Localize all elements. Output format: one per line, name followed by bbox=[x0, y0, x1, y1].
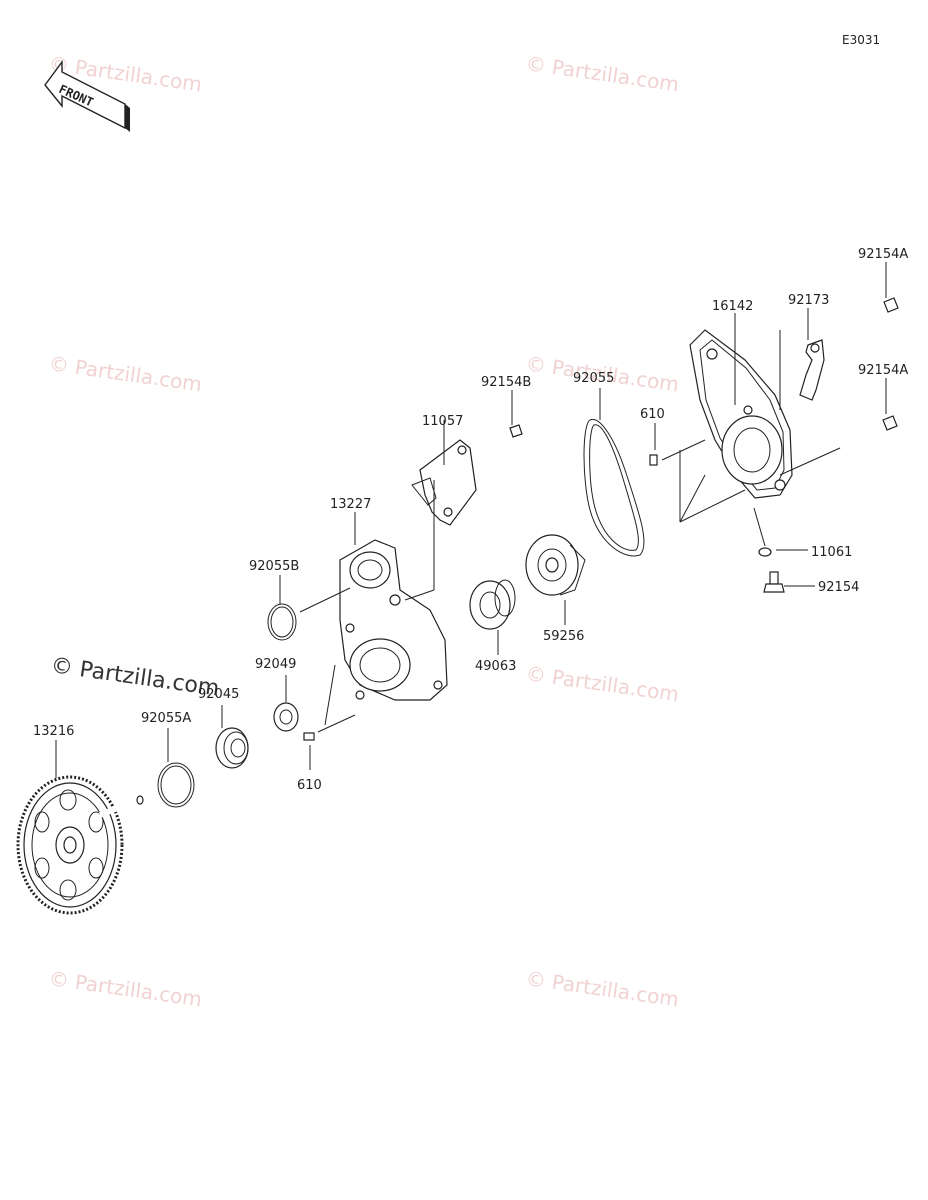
bolt-92154 bbox=[763, 571, 785, 593]
pump-housing-13227 bbox=[339, 539, 448, 701]
watermarks: © Partzilla.com © Partzilla.com © Partzi… bbox=[47, 51, 680, 1011]
watermark: © Partzilla.com bbox=[524, 661, 680, 706]
gear-13216 bbox=[16, 775, 144, 915]
o-ring-92055B bbox=[267, 603, 297, 641]
label-92055A: 92055A bbox=[141, 711, 191, 726]
label-11061: 11061 bbox=[811, 545, 852, 560]
label-610-right: 610 bbox=[640, 407, 665, 422]
front-arrow-icon: FRONT bbox=[44, 59, 130, 132]
label-16142: 16142 bbox=[712, 299, 753, 314]
impeller-59256 bbox=[525, 534, 586, 596]
label-11057: 11057 bbox=[422, 414, 463, 429]
label-92055B: 92055B bbox=[249, 559, 299, 574]
label-49063: 49063 bbox=[475, 659, 516, 674]
leader-lines bbox=[55, 262, 887, 778]
watermark: © Partzilla.com bbox=[524, 51, 680, 96]
label-92173: 92173 bbox=[788, 293, 829, 308]
washer-11061 bbox=[758, 547, 772, 557]
o-ring-92055 bbox=[583, 418, 645, 557]
watermark-main: © Partzilla.com bbox=[49, 653, 221, 701]
label-92049: 92049 bbox=[255, 657, 296, 672]
diagram-code: E3031 bbox=[842, 33, 880, 47]
seal-92049 bbox=[273, 702, 299, 732]
label-92154A-top: 92154A bbox=[858, 247, 908, 262]
label-92154B: 92154B bbox=[481, 375, 531, 390]
o-ring-92055-inner bbox=[589, 424, 639, 551]
watermark: © Partzilla.com bbox=[524, 966, 680, 1011]
dowel-pin-610-right bbox=[649, 454, 658, 466]
o-ring-92055A bbox=[157, 762, 195, 808]
label-610-left: 610 bbox=[297, 778, 322, 793]
bearing-92045 bbox=[215, 727, 249, 769]
label-92045: 92045 bbox=[198, 687, 239, 702]
bolt-92154B bbox=[494, 424, 523, 444]
label-92154A-mid: 92154A bbox=[858, 363, 908, 378]
part-labels: 92154A 16142 92173 92154A 92055 92154B 6… bbox=[33, 247, 908, 793]
bolt-92154A-top bbox=[844, 297, 899, 330]
label-92055: 92055 bbox=[573, 371, 614, 386]
dowel-pin-610-left bbox=[303, 732, 315, 741]
label-13216: 13216 bbox=[33, 724, 74, 739]
seal-49063 bbox=[469, 579, 516, 630]
bolt-92154A-mid bbox=[839, 415, 898, 450]
label-13227: 13227 bbox=[330, 497, 371, 512]
label-59256: 59256 bbox=[543, 629, 584, 644]
watermark: © Partzilla.com bbox=[47, 966, 203, 1011]
watermark: © Partzilla.com bbox=[47, 351, 203, 396]
bracket-92173 bbox=[799, 339, 825, 401]
pump-cover-16142 bbox=[689, 329, 793, 499]
label-92154: 92154 bbox=[818, 580, 859, 595]
